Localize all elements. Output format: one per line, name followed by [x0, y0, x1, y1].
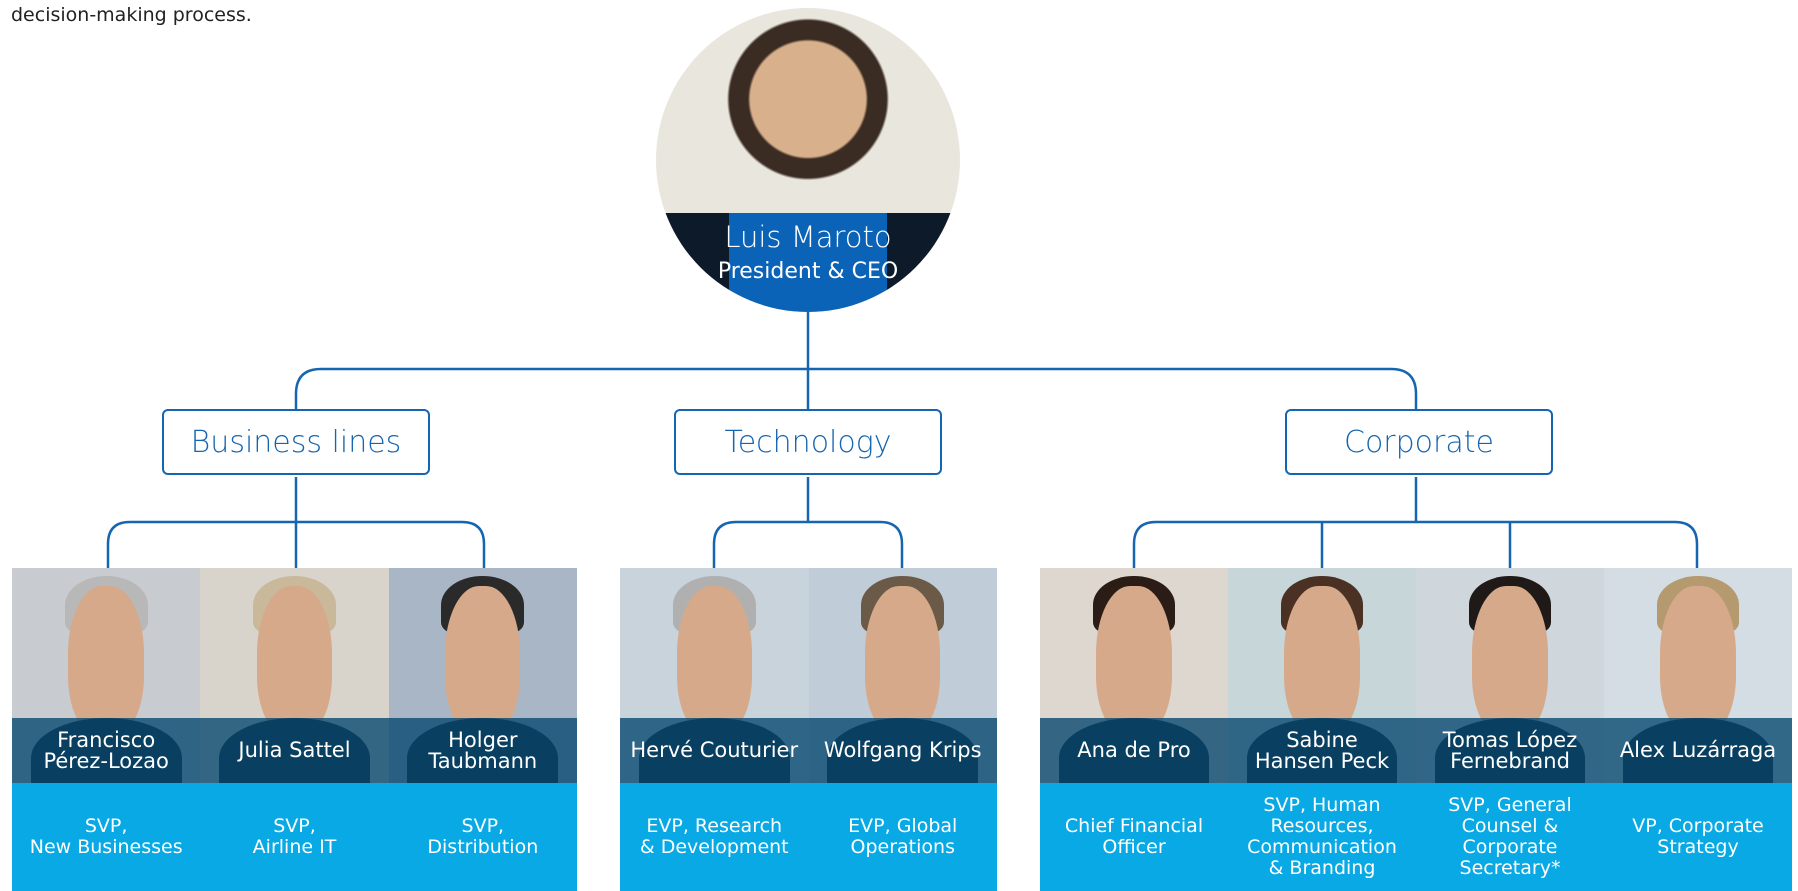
person-title: SVP, Human Resources, Communication & Br…: [1228, 783, 1416, 891]
person-name: Alex Luzárraga: [1604, 718, 1792, 783]
business-lines-group: Francisco Pérez-Lozao SVP, New Businesse…: [12, 568, 577, 891]
person-card: Francisco Pérez-Lozao SVP, New Businesse…: [12, 568, 201, 891]
person-name: Tomas López Fernebrand: [1416, 718, 1604, 783]
person-card: Alex Luzárraga VP, Corporate Strategy: [1604, 568, 1792, 891]
person-card: Tomas López Fernebrand SVP, General Coun…: [1416, 568, 1604, 891]
person-title: VP, Corporate Strategy: [1604, 783, 1792, 891]
person-title: SVP, General Counsel & Corporate Secreta…: [1416, 783, 1604, 891]
intro-text: decision-making process.: [11, 4, 252, 26]
ceo-name: Luis Maroto: [724, 220, 892, 254]
person-name: Sabine Hansen Peck: [1228, 718, 1416, 783]
person-name: Julia Sattel: [200, 718, 389, 783]
person-name: Francisco Pérez-Lozao: [12, 718, 201, 783]
person-title: EVP, Research & Development: [620, 783, 809, 891]
technology-group: Hervé Couturier EVP, Research & Developm…: [620, 568, 997, 891]
person-title: SVP, Distribution: [388, 783, 577, 891]
ceo-band: [656, 213, 960, 312]
category-technology: Technology: [674, 409, 942, 475]
person-title: SVP, Airline IT: [200, 783, 389, 891]
ceo-card: Luis Maroto President & CEO: [656, 8, 960, 312]
person-title: SVP, New Businesses: [12, 783, 201, 891]
category-corporate: Corporate: [1285, 409, 1553, 475]
person-name: Wolfgang Krips: [808, 718, 997, 783]
corporate-group: Ana de Pro Chief Financial Officer Sabin…: [1040, 568, 1792, 891]
person-card: Ana de Pro Chief Financial Officer: [1040, 568, 1228, 891]
ceo-role: President & CEO: [717, 259, 899, 284]
person-card: Wolfgang Krips EVP, Global Operations: [808, 568, 997, 891]
person-title: Chief Financial Officer: [1040, 783, 1228, 891]
person-card: Hervé Couturier EVP, Research & Developm…: [620, 568, 809, 891]
person-name: Holger Taubmann: [388, 718, 577, 783]
person-card: Julia Sattel SVP, Airline IT: [200, 568, 389, 891]
person-title: EVP, Global Operations: [808, 783, 997, 891]
person-name: Hervé Couturier: [620, 718, 809, 783]
person-card: Holger Taubmann SVP, Distribution: [388, 568, 577, 891]
person-name: Ana de Pro: [1040, 718, 1228, 783]
category-business-lines: Business lines: [162, 409, 430, 475]
person-card: Sabine Hansen Peck SVP, Human Resources,…: [1228, 568, 1416, 891]
